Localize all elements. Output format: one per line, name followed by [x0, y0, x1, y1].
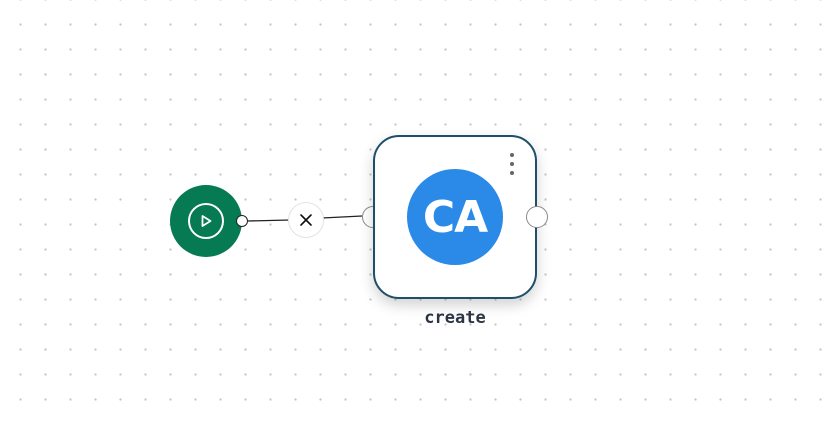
edge-delete-button[interactable] [288, 202, 324, 238]
app-logo: CA [407, 169, 503, 265]
create-output-port[interactable] [526, 206, 548, 228]
more-vertical-icon[interactable] [507, 153, 517, 175]
action-node-create[interactable]: CA [373, 135, 537, 299]
menu-dot [510, 153, 514, 157]
trigger-output-handle[interactable] [236, 215, 248, 227]
play-circle-icon [188, 203, 224, 239]
menu-dot [510, 171, 514, 175]
close-icon [300, 214, 312, 226]
menu-dot [510, 162, 514, 166]
node-label: create [424, 308, 486, 328]
trigger-node[interactable] [170, 185, 242, 257]
